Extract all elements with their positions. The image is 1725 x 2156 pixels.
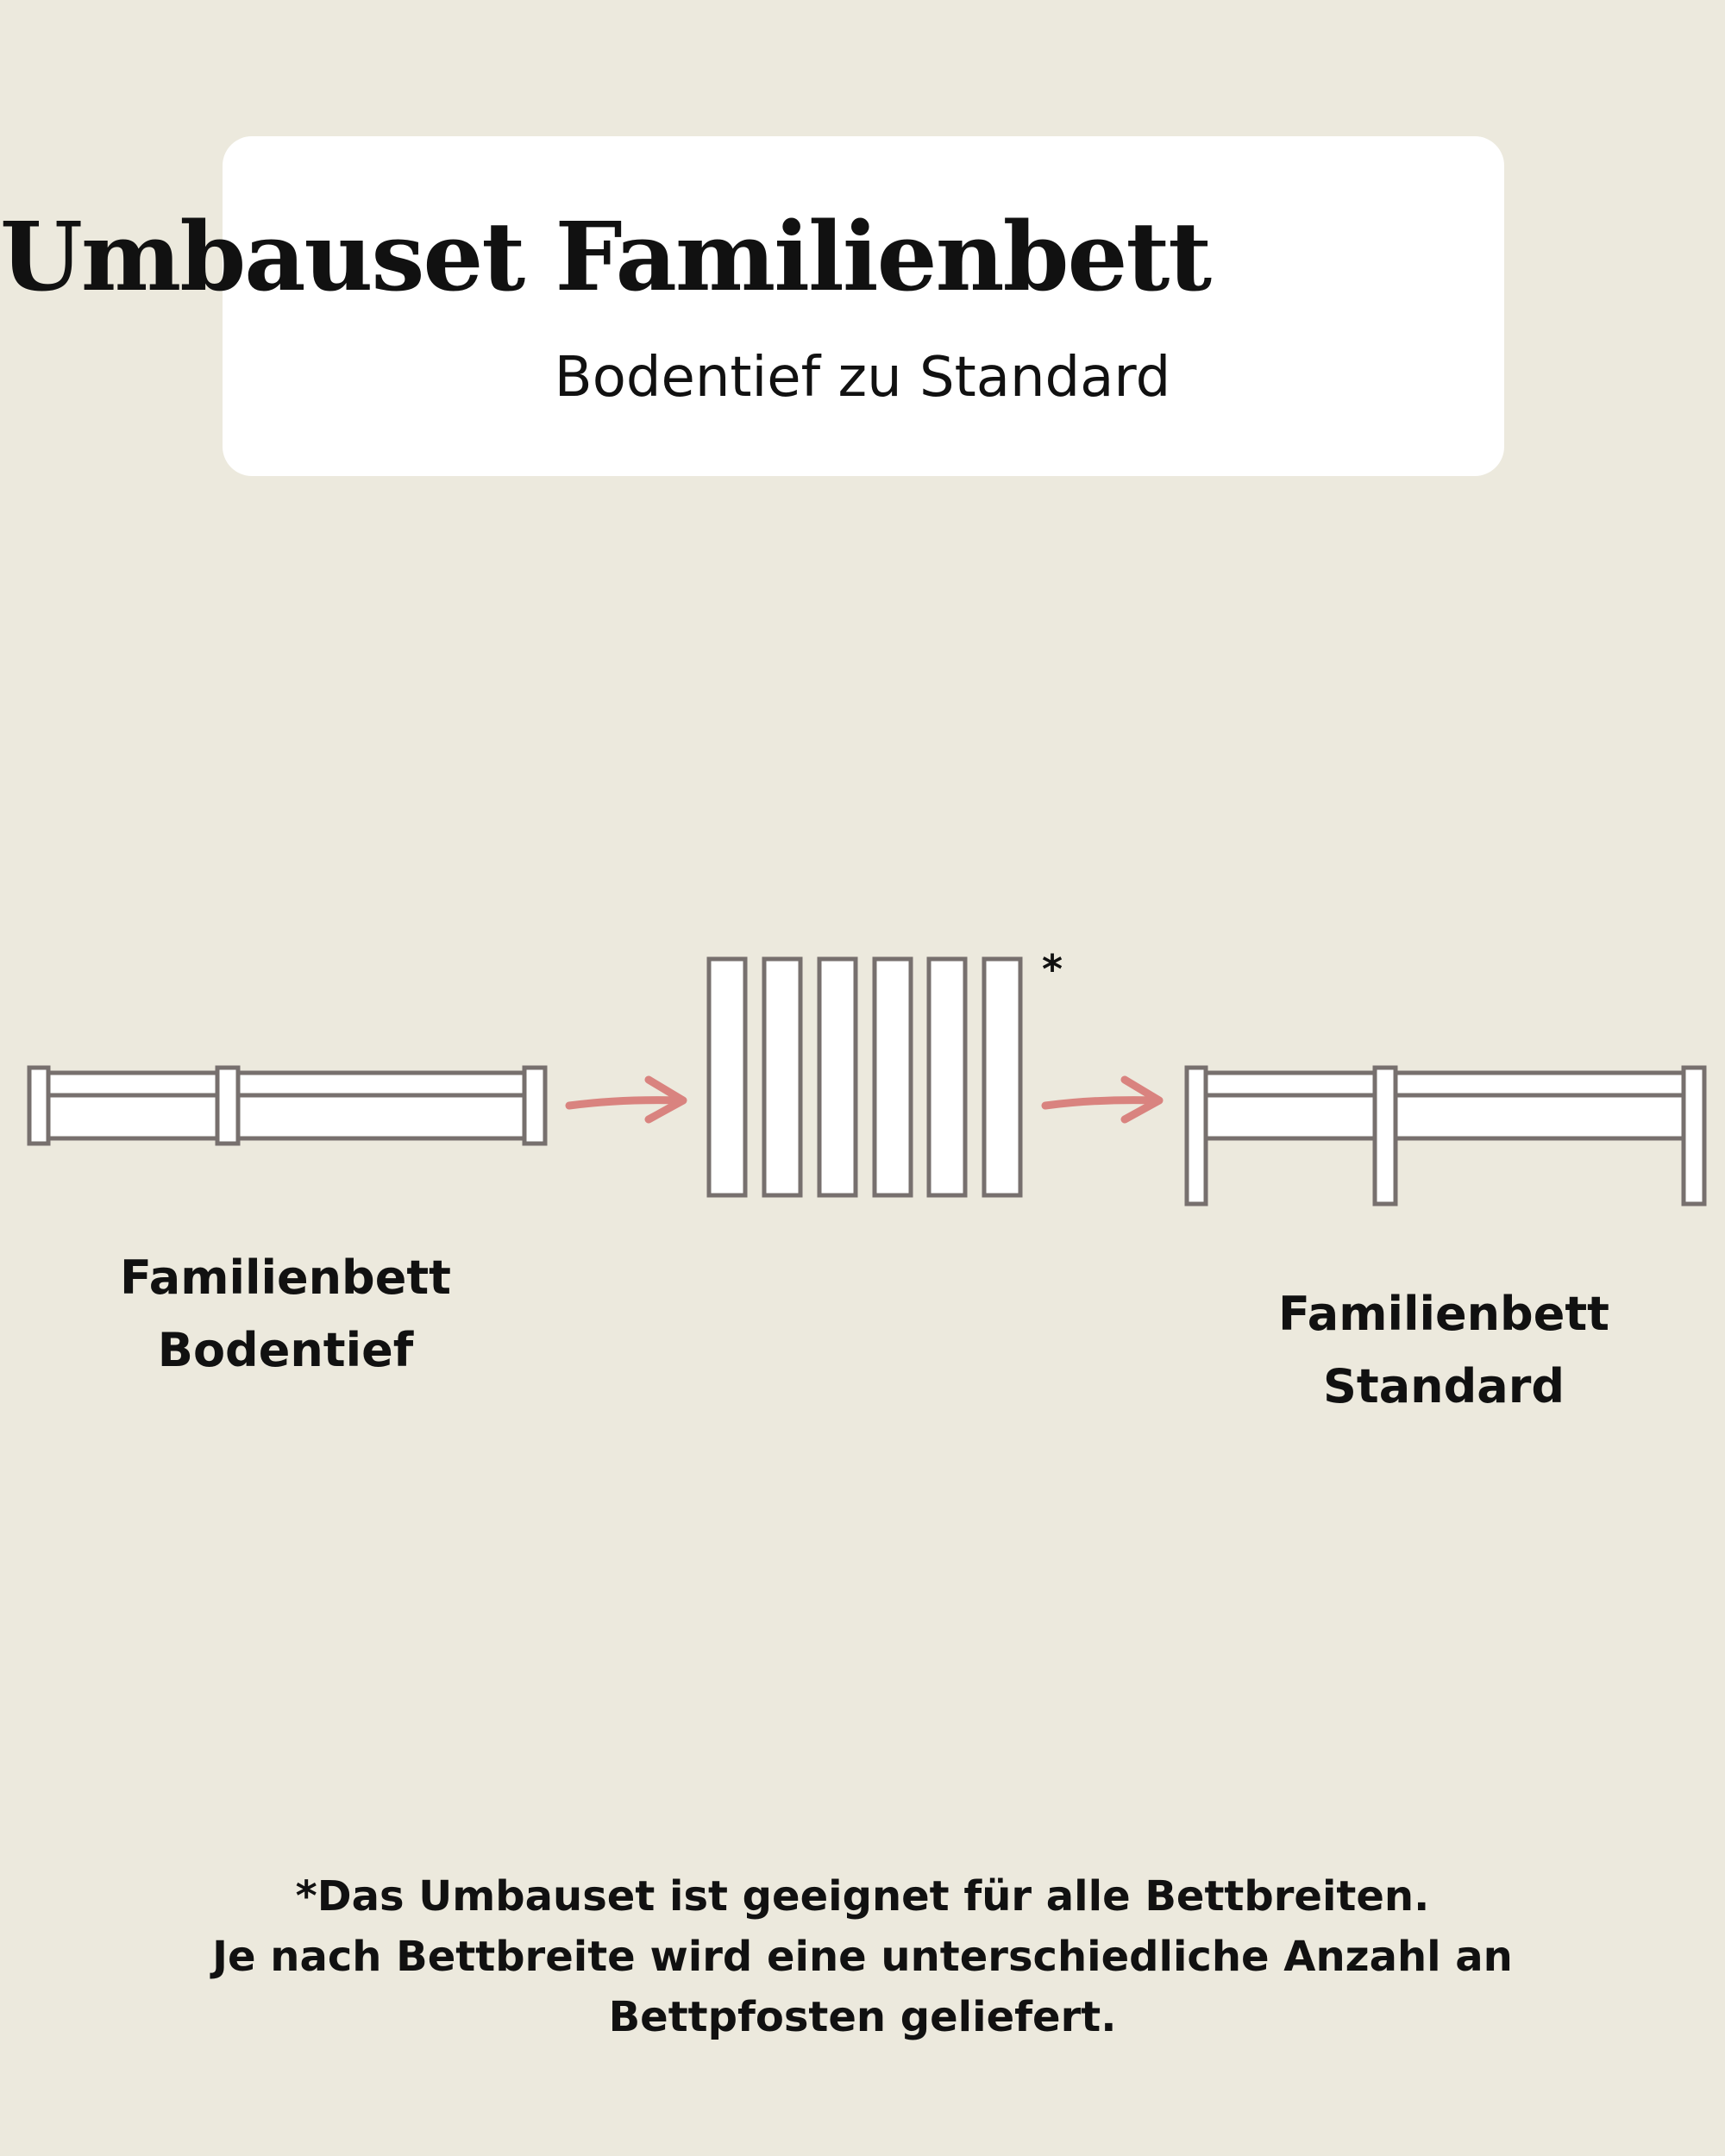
after-label-line2: Standard <box>1323 1359 1565 1413</box>
floor-bed-icon <box>27 1065 548 1146</box>
arrow-right-icon <box>565 1075 687 1124</box>
floor-bed-post <box>215 1065 241 1146</box>
bed-post <box>872 956 913 1198</box>
standard-bed-post <box>1681 1065 1707 1206</box>
arrow-right-icon <box>1041 1075 1164 1124</box>
floor-bed-post <box>27 1065 51 1146</box>
floor-bed-rail <box>44 1070 537 1141</box>
footnote: *Das Umbauset ist geeignet für alle Bett… <box>86 1866 1639 2047</box>
bed-post <box>982 956 1023 1198</box>
bed-post <box>706 956 748 1198</box>
after-label-line1: Familienbett <box>1278 1287 1609 1341</box>
bed-post <box>762 956 803 1198</box>
before-label: Familienbett Bodentief <box>113 1242 458 1387</box>
page-title: Umbauset Familienbett <box>0 201 1212 312</box>
footnote-line1: *Das Umbauset ist geeignet für alle Bett… <box>295 1872 1430 1921</box>
footnote-marker: * <box>1042 946 1063 993</box>
footnote-line2: Je nach Bettbreite wird eine unterschied… <box>212 1933 1513 1981</box>
floor-bed-post <box>522 1065 548 1146</box>
before-label-line1: Familienbett <box>120 1250 451 1305</box>
bed-posts-set-icon <box>706 956 1023 1198</box>
after-label: Familienbett Standard <box>1271 1278 1616 1423</box>
standard-bed-icon <box>1184 1065 1707 1206</box>
bed-post <box>926 956 968 1198</box>
title-card <box>223 136 1504 476</box>
standard-bed-post <box>1372 1065 1398 1206</box>
page-subtitle: Bodentief zu Standard <box>554 346 1171 410</box>
before-label-line2: Bodentief <box>157 1323 414 1377</box>
standard-bed-post <box>1184 1065 1208 1206</box>
standard-bed-rail <box>1201 1070 1691 1141</box>
bed-post <box>817 956 858 1198</box>
footnote-line3: Bettpfosten geliefert. <box>608 1993 1117 2041</box>
